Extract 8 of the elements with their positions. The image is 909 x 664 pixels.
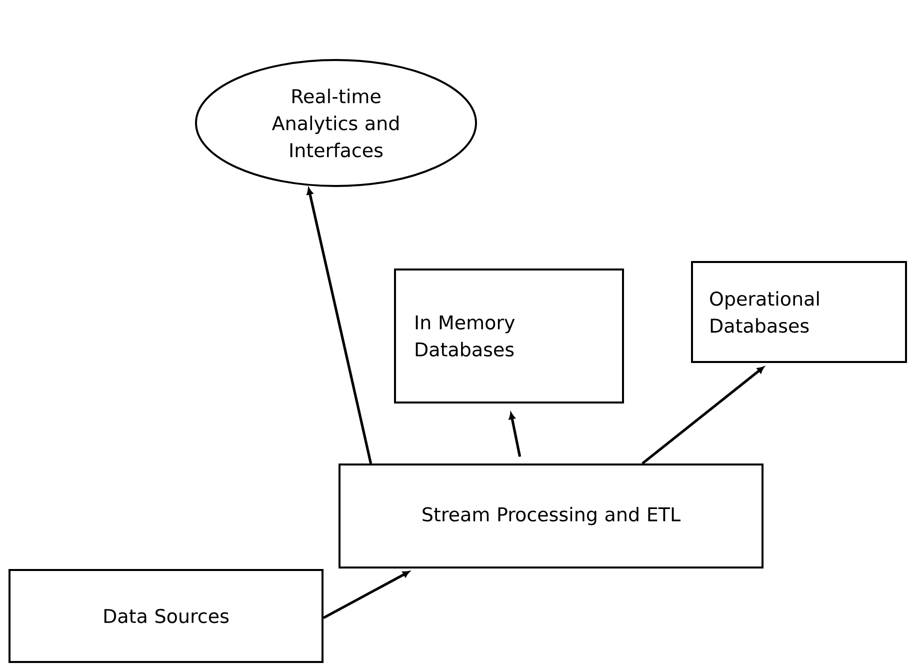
arrow — [642, 366, 764, 465]
process-box: Operational Databases — [691, 261, 907, 363]
arrow — [306, 188, 372, 464]
arrow — [322, 571, 410, 620]
process-box: Data Sources — [8, 569, 324, 663]
arrow — [508, 412, 522, 457]
process-box: In Memory Databases — [394, 268, 624, 404]
process-box: Stream Processing and ETL — [338, 464, 764, 568]
